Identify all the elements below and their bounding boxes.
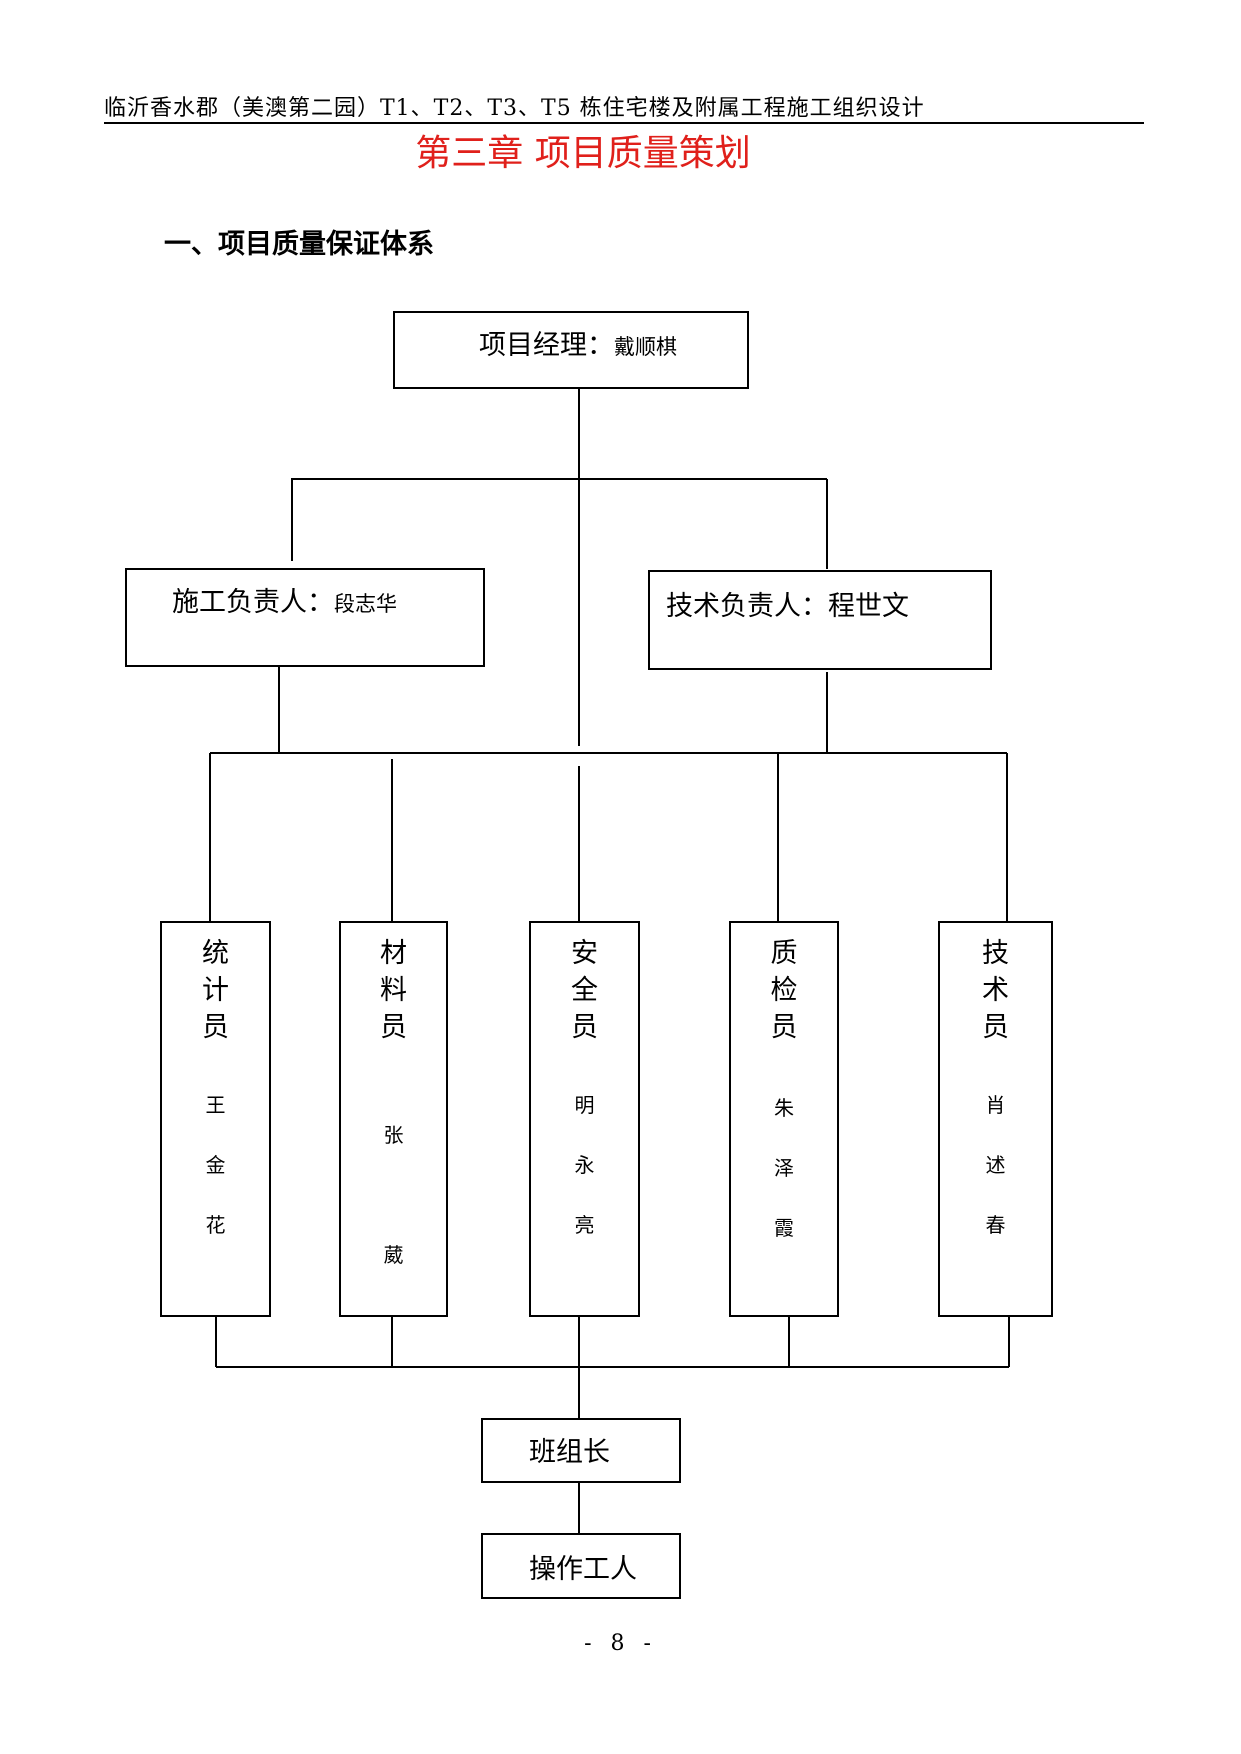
construction-lead-role: 施工负责人： [172,587,334,618]
project-manager-box: 项目经理：戴顺棋 [393,311,749,389]
staff-role: 质检员 [770,938,798,1043]
section-heading: 一、项目质量保证体系 [164,229,434,260]
technical-lead-role: 技术负责人： [666,591,828,622]
staff-role: 材料员 [380,938,407,1043]
staff-role: 统计员 [202,938,229,1043]
staff-name: 王金花 [205,1093,226,1237]
page-number: - 8 - [584,1631,657,1656]
staff-box-materials: 材料员 张葳 [339,921,448,1317]
staff-name: 张葳 [383,1123,404,1267]
staff-box-technician: 技术员 肖述春 [938,921,1053,1317]
staff-name: 肖述春 [985,1093,1006,1237]
running-header: 临沂香水郡（美澳第二园）T1、T2、T3、T5 栋住宅楼及附属工程施工组织设计 [104,96,925,121]
technical-lead-box: 技术负责人：程世文 [648,570,992,670]
construction-lead-box: 施工负责人：段志华 [125,568,485,667]
construction-lead-name: 段志华 [334,592,397,616]
technical-lead-name: 程世文 [828,591,909,622]
staff-name: 朱泽霞 [774,1096,794,1240]
team-leader-box: 班组长 [481,1418,681,1483]
workers-box: 操作工人 [481,1533,681,1599]
team-leader-label: 班组长 [529,1437,610,1468]
project-manager-name: 戴顺棋 [614,335,677,359]
staff-name: 明永亮 [574,1093,595,1237]
project-manager-role: 项目经理： [479,330,614,361]
workers-label: 操作工人 [529,1554,637,1585]
staff-role: 安全员 [571,938,598,1043]
staff-box-quality-inspector: 质检员 朱泽霞 [729,921,839,1317]
header-rule [104,122,1144,124]
staff-box-safety: 安全员 明永亮 [529,921,640,1317]
staff-role: 技术员 [982,938,1009,1043]
chapter-title: 第三章 项目质量策划 [415,133,751,174]
staff-box-statistician: 统计员 王金花 [160,921,271,1317]
